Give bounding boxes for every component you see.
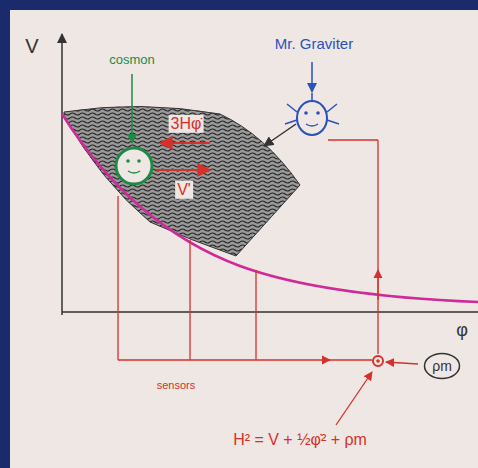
sensor-line	[117, 196, 118, 360]
force-label: V'	[175, 181, 193, 199]
friction-label: 3Hφ̇	[169, 115, 204, 133]
equation-label: H² = V + ½φ̇² + ρm	[231, 431, 369, 449]
graviter-limbs	[285, 93, 339, 124]
axis-label: φ	[454, 320, 470, 341]
graviter-wire-arrow	[377, 270, 378, 300]
sensors-label: sensors	[155, 379, 198, 392]
sensor-line	[189, 240, 190, 360]
equation-pointer	[336, 372, 372, 425]
cosmon-mouth	[128, 171, 140, 173]
junction-dot	[373, 356, 383, 366]
node-ellipse	[425, 354, 460, 379]
cosmon-label: cosmon	[107, 53, 157, 68]
junction-dot	[376, 359, 380, 363]
graviter-eye	[304, 111, 308, 115]
sensor-bus	[326, 359, 372, 360]
sensor-bus	[118, 359, 330, 360]
axis-label: V	[23, 35, 40, 58]
sensor-line	[255, 270, 256, 360]
matter-arrow	[386, 362, 418, 364]
phi-axis	[62, 311, 478, 313]
graviter-mouth	[306, 124, 318, 126]
cosmon-ball	[116, 148, 152, 184]
force-arrow	[156, 169, 210, 171]
v-axis	[61, 34, 63, 315]
graviter-label: Mr. Graviter	[273, 35, 355, 52]
circled-symbol: ρm	[423, 352, 461, 380]
cosmon-pointer	[131, 74, 133, 143]
cosmon-eye	[126, 159, 130, 163]
potential-curve	[62, 114, 478, 302]
graviter-eye	[316, 111, 320, 115]
slide-card	[10, 10, 478, 468]
graviter-push	[264, 124, 296, 146]
friction-region	[64, 106, 300, 256]
graviter-pointer	[311, 62, 313, 92]
graviter-head	[297, 101, 327, 135]
node-text: ρm	[432, 358, 452, 374]
friction-arrow	[160, 142, 210, 144]
graviter-wire	[328, 139, 378, 140]
cosmon-eye	[137, 159, 141, 163]
graviter-wire	[377, 140, 378, 354]
